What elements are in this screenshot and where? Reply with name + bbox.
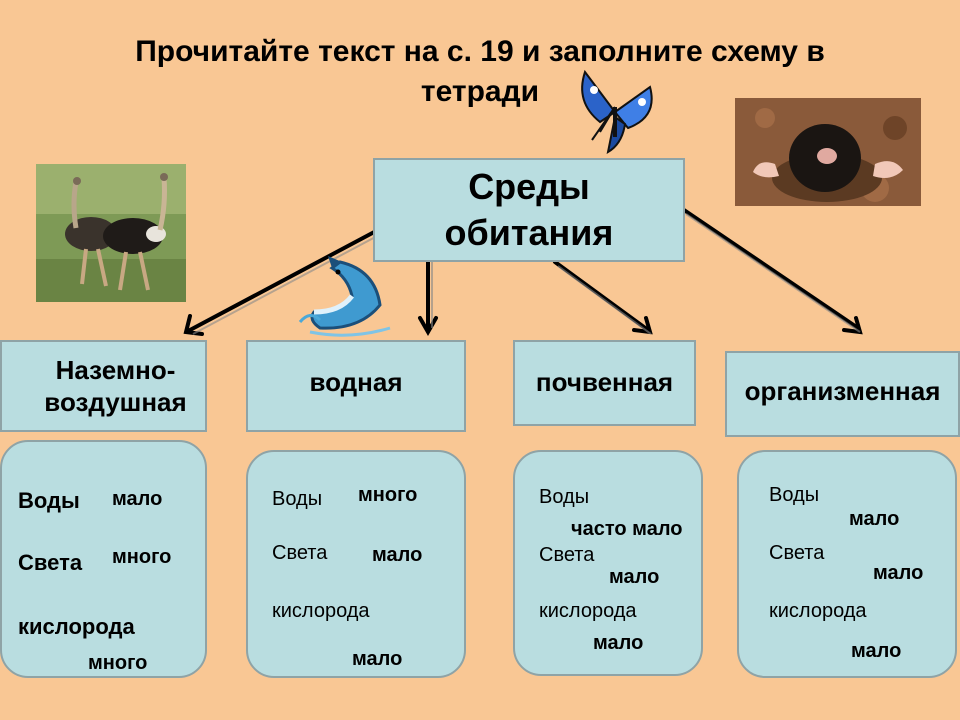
oxygen-label: кислорода — [769, 600, 867, 622]
conditions-card-organism: Воды мало Света мало кислорода мало — [737, 450, 957, 678]
category-terrestrial-line-1: Наземно- — [55, 355, 176, 385]
oxygen-value: мало — [851, 640, 902, 662]
slide-title-line-2: тетради — [420, 75, 540, 108]
arrow-to-aquatic — [418, 260, 438, 337]
category-organism: организменная — [725, 351, 960, 437]
water-value: мало — [112, 488, 163, 510]
category-organism-label: организменная — [744, 376, 941, 406]
water-value: много — [358, 484, 418, 506]
oxygen-value: мало — [593, 632, 644, 654]
oxygen-value: мало — [352, 648, 403, 670]
light-label: Света — [272, 542, 328, 564]
ostrich-photo — [36, 164, 186, 302]
category-terrestrial-line-2: воздушная — [44, 387, 187, 417]
light-value: мало — [609, 566, 660, 588]
category-terrestrial-air: Наземно- воздушная — [0, 340, 207, 432]
arrow-to-terrestrial — [183, 228, 380, 336]
conditions-card-aquatic: Воды много Света мало кислорода мало — [246, 450, 466, 678]
conditions-card-terrestrial: Воды мало Света много кислорода много — [0, 440, 207, 678]
conditions-card-soil: Воды часто мало Света мало кислорода мал… — [513, 450, 703, 676]
water-label: Воды — [272, 488, 323, 510]
light-label: Света — [769, 542, 825, 564]
oxygen-label: кислорода — [539, 600, 637, 622]
category-soil: почвенная — [513, 340, 696, 426]
water-label: Воды — [18, 488, 80, 513]
root-label-line-2: обитания — [444, 212, 614, 253]
water-value: часто мало — [571, 518, 683, 540]
category-aquatic-label: водная — [309, 367, 403, 397]
light-label: Света — [539, 544, 595, 566]
light-label: Света — [18, 550, 83, 575]
category-aquatic: водная — [246, 340, 466, 432]
water-value: мало — [849, 508, 900, 530]
dolphin-clipart — [290, 250, 405, 345]
slide-title: Прочитайте текст на с. 19 и заполните сх… — [0, 32, 960, 112]
root-label-line-1: Среды — [468, 166, 590, 207]
water-label: Воды — [539, 486, 590, 508]
oxygen-label: кислорода — [272, 600, 370, 622]
butterfly-clipart — [570, 62, 660, 162]
category-soil-label: почвенная — [535, 367, 674, 397]
oxygen-label: кислорода — [18, 614, 135, 639]
habitat-root-box: Среды обитания — [373, 158, 685, 262]
water-label: Воды — [769, 484, 820, 506]
light-value: мало — [873, 562, 924, 584]
slide-title-line-1: Прочитайте текст на с. 19 и заполните сх… — [135, 35, 825, 68]
oxygen-value: много — [88, 652, 148, 674]
mole-photo — [735, 98, 921, 206]
light-value: мало — [372, 544, 423, 566]
arrow-to-soil — [553, 260, 653, 335]
light-value: много — [112, 546, 172, 568]
